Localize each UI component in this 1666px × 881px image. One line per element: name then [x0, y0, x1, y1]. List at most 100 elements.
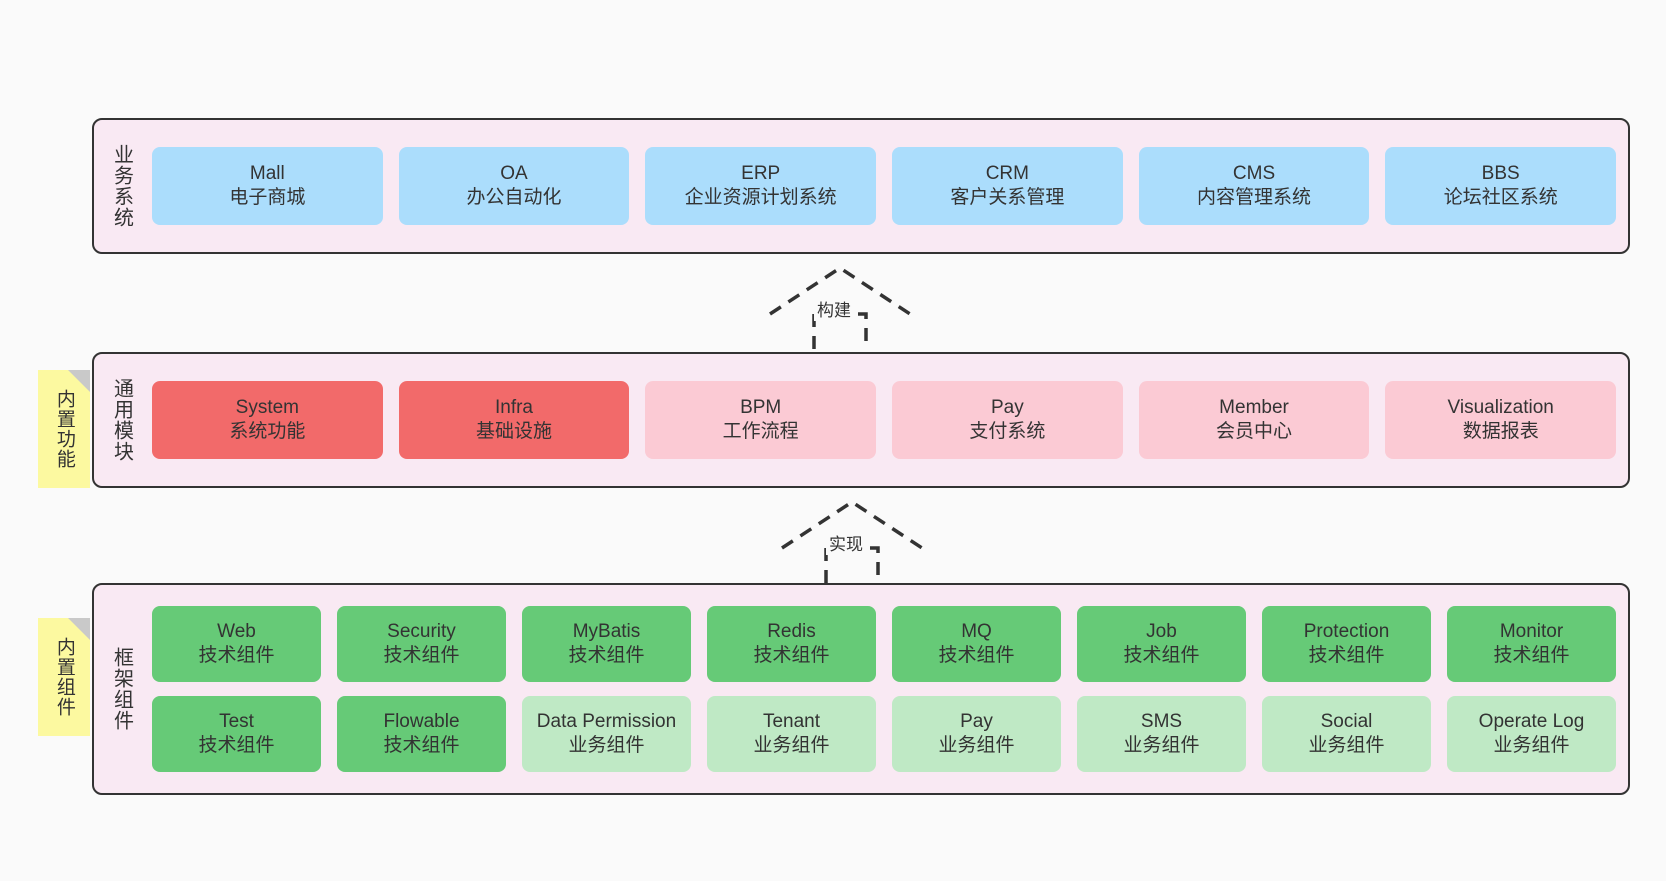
card-name: Visualization [1447, 396, 1554, 418]
connector-implement-label: 实现 [826, 530, 866, 555]
card-name: CRM [985, 162, 1029, 184]
implement-arrow-head-icon [781, 499, 923, 550]
note-builtin-function-label: 内置功能 [53, 389, 75, 469]
card-desc: 技术组件 [198, 645, 275, 666]
card-desc: 论坛社区系统 [1443, 187, 1558, 208]
card-member[interactable]: Member 会员中心 [1138, 381, 1370, 459]
card-protection[interactable]: Protection 技术组件 [1262, 606, 1431, 682]
card-desc: 客户关系管理 [950, 187, 1065, 208]
card-name: Pay [960, 710, 993, 732]
card-name: System [235, 396, 300, 418]
card-desc: 技术组件 [568, 645, 645, 666]
connector-implement: 实现 [772, 496, 932, 584]
card-social[interactable]: Social 业务组件 [1262, 696, 1431, 772]
card-security[interactable]: Security 技术组件 [337, 606, 506, 682]
card-desc: 技术组件 [383, 735, 460, 756]
card-redis[interactable]: Redis 技术组件 [707, 606, 876, 682]
card-name: Data Permission [536, 710, 677, 732]
card-name: SMS [1140, 710, 1183, 732]
card-name: CMS [1232, 162, 1276, 184]
connector-build: 构建 [760, 262, 920, 350]
card-data-permission[interactable]: Data Permission 业务组件 [522, 696, 691, 772]
card-desc: 技术组件 [198, 735, 275, 756]
card-desc: 技术组件 [1123, 645, 1200, 666]
card-desc: 技术组件 [383, 645, 460, 666]
note-fold-corner-icon [68, 370, 90, 392]
card-desc: 工作流程 [722, 421, 799, 442]
card-name: Mall [249, 162, 285, 184]
note-builtin-component-label: 内置组件 [53, 637, 75, 717]
card-desc: 业务组件 [1308, 735, 1385, 756]
card-erp[interactable]: ERP 企业资源计划系统 [645, 147, 877, 225]
card-name: Protection [1303, 620, 1390, 642]
layer-common-modules-title: 通用模块 [110, 378, 133, 462]
card-name: Monitor [1499, 620, 1564, 642]
card-desc: 系统功能 [229, 421, 306, 442]
card-name: OA [500, 162, 528, 184]
card-pay[interactable]: Pay 业务组件 [892, 696, 1061, 772]
card-sms[interactable]: SMS 业务组件 [1077, 696, 1246, 772]
card-name: Infra [494, 396, 534, 418]
card-monitor[interactable]: Monitor 技术组件 [1447, 606, 1616, 682]
note-builtin-function: 内置功能 [38, 370, 90, 488]
card-name: BPM [740, 396, 782, 418]
card-desc: 业务组件 [1123, 735, 1200, 756]
card-desc: 业务组件 [938, 735, 1015, 756]
card-desc: 企业资源计划系统 [684, 187, 837, 208]
card-pay[interactable]: Pay 支付系统 [892, 381, 1123, 459]
card-desc: 技术组件 [1308, 645, 1385, 666]
card-desc: 业务组件 [568, 735, 645, 756]
card-name: Pay [990, 396, 1024, 418]
card-desc: 业务组件 [753, 735, 830, 756]
card-desc: 技术组件 [753, 645, 830, 666]
card-mq[interactable]: MQ 技术组件 [892, 606, 1061, 682]
card-name: ERP [741, 162, 781, 184]
card-cms[interactable]: CMS 内容管理系统 [1138, 147, 1370, 225]
card-name: Operate Log [1478, 710, 1585, 732]
card-name: Member [1219, 396, 1289, 418]
card-desc: 电子商城 [229, 187, 306, 208]
card-desc: 技术组件 [1493, 645, 1570, 666]
card-name: Security [387, 620, 456, 642]
card-desc: 内容管理系统 [1197, 187, 1312, 208]
card-bpm[interactable]: BPM 工作流程 [645, 381, 877, 459]
build-arrow-head-icon [769, 265, 911, 316]
card-visualization[interactable]: Visualization 数据报表 [1385, 381, 1617, 459]
note-fold-corner-icon [68, 618, 90, 640]
card-name: MyBatis [572, 620, 641, 642]
card-desc: 支付系统 [969, 421, 1046, 442]
card-mall[interactable]: Mall 电子商城 [152, 147, 383, 225]
card-desc: 业务组件 [1493, 735, 1570, 756]
card-desc: 会员中心 [1216, 421, 1293, 442]
card-name: MQ [961, 620, 992, 642]
card-system[interactable]: System 系统功能 [152, 381, 383, 459]
card-name: Tenant [762, 710, 821, 732]
card-name: Redis [767, 620, 816, 642]
card-operate-log[interactable]: Operate Log 业务组件 [1447, 696, 1616, 772]
connector-build-label: 构建 [814, 296, 854, 321]
card-name: Social [1320, 710, 1373, 732]
card-desc: 技术组件 [938, 645, 1015, 666]
card-desc: 数据报表 [1462, 421, 1539, 442]
card-mybatis[interactable]: MyBatis 技术组件 [522, 606, 691, 682]
layer-business-system-title: 业务系统 [110, 144, 133, 228]
card-tenant[interactable]: Tenant 业务组件 [707, 696, 876, 772]
card-crm[interactable]: CRM 客户关系管理 [892, 147, 1123, 225]
